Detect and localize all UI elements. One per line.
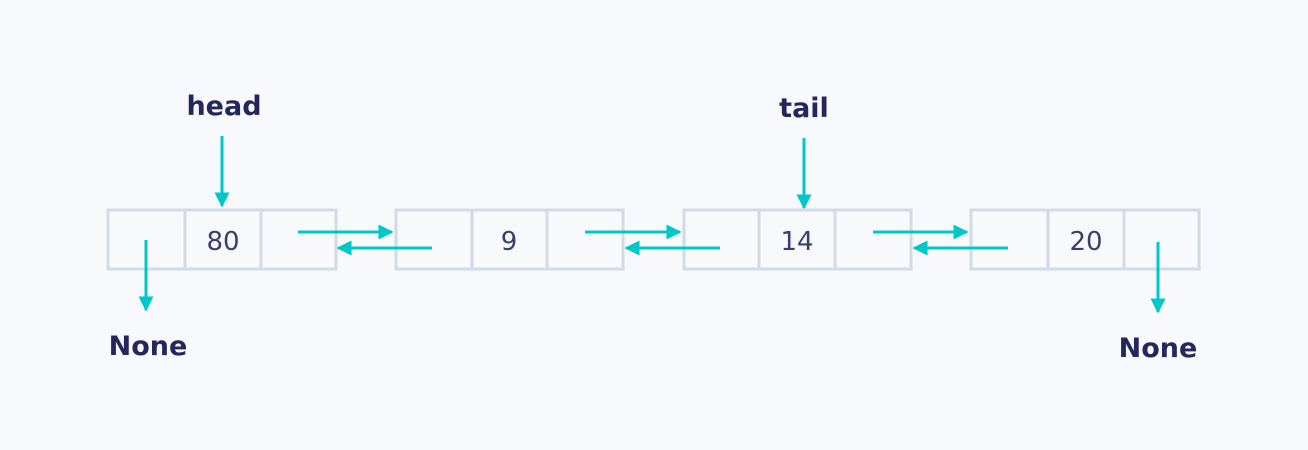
node-4: 20 xyxy=(969,208,1201,271)
node-3-value: 14 xyxy=(780,227,813,257)
node-1: 80 xyxy=(106,208,338,271)
node-3: 14 xyxy=(682,208,913,271)
node-4-value: 20 xyxy=(1069,227,1102,257)
none-right-label: None xyxy=(1119,333,1198,364)
node-2: 9 xyxy=(394,208,625,271)
node-2-prev-cell xyxy=(394,208,474,271)
none-left-label: None xyxy=(109,331,188,362)
head-label: head xyxy=(186,91,261,122)
node-1-value: 80 xyxy=(206,227,239,257)
node-4-prev-cell xyxy=(969,208,1050,271)
node-1-next-cell xyxy=(259,208,338,271)
node-3-next-cell xyxy=(833,208,913,271)
tail-label: tail xyxy=(779,93,829,124)
node-4-next-cell xyxy=(1122,208,1201,271)
node-3-prev-cell xyxy=(682,208,761,271)
node-2-value: 9 xyxy=(501,227,518,257)
node-2-next-cell xyxy=(545,208,625,271)
